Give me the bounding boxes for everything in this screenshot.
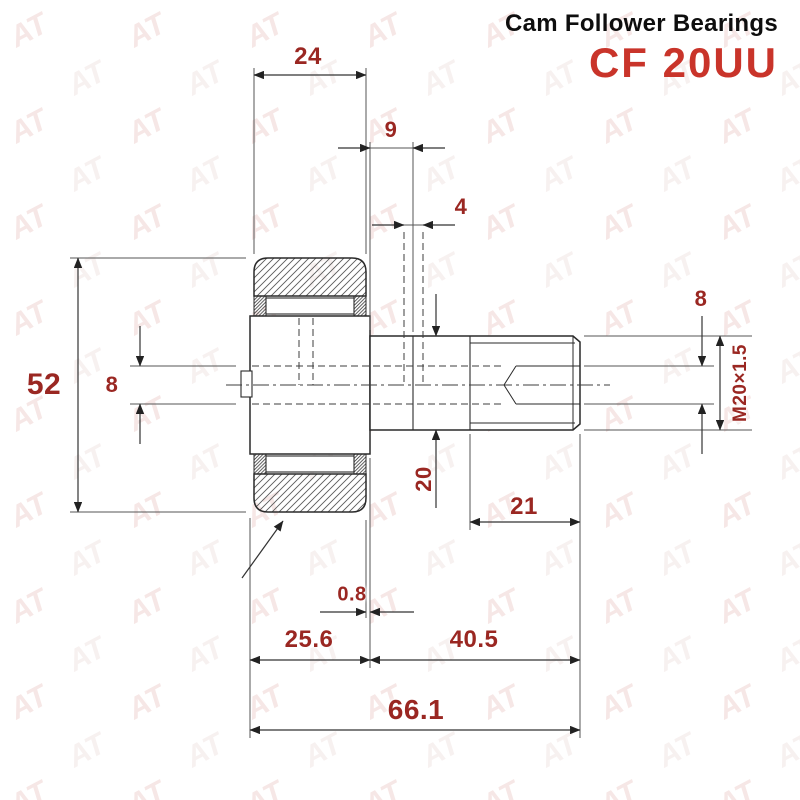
- dim-thread-length: 21: [510, 493, 538, 520]
- dim-bore-hole: 8: [105, 372, 119, 397]
- title-block: Cam Follower Bearings CF 20UU: [505, 10, 778, 88]
- dim-end-clearance: 0.8: [337, 583, 367, 606]
- dim-collar-width: 9: [384, 117, 398, 142]
- dim-total-length: 66.1: [387, 694, 445, 725]
- dim-thread-spec: M20×1.5: [730, 344, 751, 422]
- page-title: Cam Follower Bearings: [504, 10, 778, 37]
- dim-hex-socket: 8: [694, 286, 708, 311]
- dim-outer-diameter: 52: [26, 368, 62, 401]
- dim-stud-diameter: 20: [411, 466, 436, 492]
- dimension-lines: [73, 70, 725, 735]
- hidden-lines: [226, 232, 610, 405]
- dim-head-length: 25.6: [284, 626, 334, 653]
- dim-lube-hole: 4: [454, 194, 468, 219]
- part-number: CF 20UU: [588, 39, 778, 86]
- dim-stud-length: 40.5: [449, 626, 499, 653]
- dim-roller-width: 24: [294, 43, 322, 70]
